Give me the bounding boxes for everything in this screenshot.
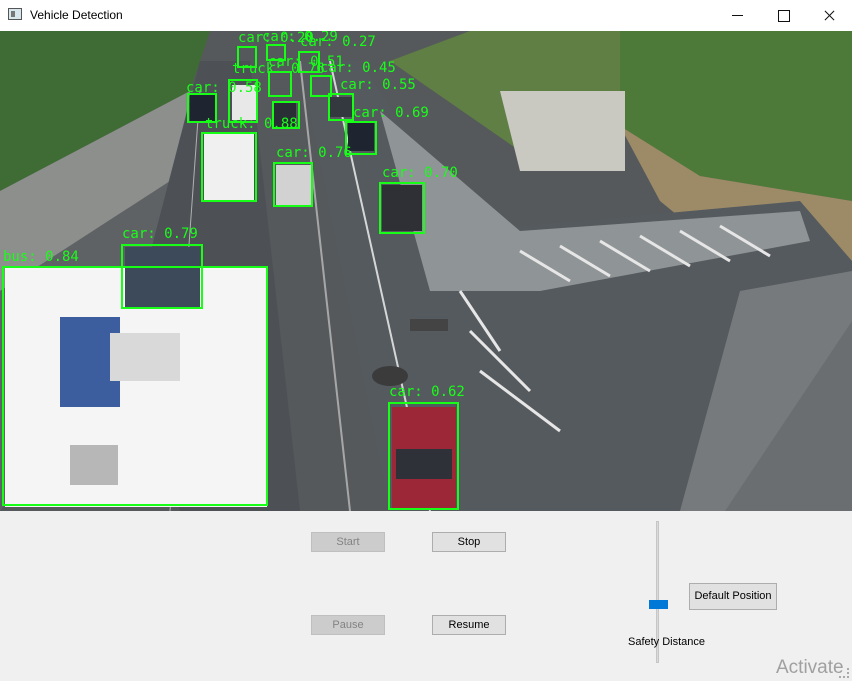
detection-box: [266, 44, 286, 61]
detection-box: [2, 266, 268, 506]
close-button[interactable]: [806, 0, 852, 31]
detection-box: [272, 101, 300, 129]
minimize-icon: [732, 15, 743, 16]
resize-grip[interactable]: [839, 668, 849, 678]
activation-watermark: Activate: [776, 657, 844, 678]
detection-label: car: 0.29: [262, 31, 338, 45]
detection-box: [310, 75, 332, 97]
pause-button[interactable]: Pause: [311, 615, 385, 635]
detection-box: [298, 51, 320, 73]
default-position-button[interactable]: Default Position: [689, 583, 777, 610]
detection-label: car: 0.69: [353, 105, 429, 121]
control-panel: Start Stop Pause Resume Safety Distance …: [0, 511, 852, 681]
detection-label: car: 0.55: [340, 77, 416, 93]
detection-box: [201, 132, 257, 202]
detection-box: [268, 71, 292, 97]
detection-label: car: 0.45: [320, 60, 396, 76]
window-title: Vehicle Detection: [30, 8, 123, 22]
detection-box: [228, 79, 258, 123]
detection-label: car: 0.79: [122, 226, 198, 242]
detection-box: [345, 121, 377, 155]
detection-box: [273, 162, 313, 207]
detection-label: truck: 0.88: [205, 116, 298, 132]
video-frame: car: 0.20 car: 0.29 car: 0.27 car: 0.51 …: [0, 31, 852, 511]
window-titlebar: Vehicle Detection: [0, 0, 852, 32]
detection-box: [237, 46, 257, 68]
detection-label: car: 0.20: [238, 31, 314, 46]
detection-label: car: 0.58: [186, 80, 262, 96]
detection-box: [379, 182, 425, 234]
detection-box: [187, 93, 217, 123]
app-icon: [8, 8, 22, 20]
detection-label: car: 0.27: [300, 34, 376, 50]
detection-label: truck: 0.76: [232, 61, 325, 77]
traffic-scene: [0, 31, 852, 511]
detection-label: car: 0.62: [389, 384, 465, 400]
detection-label: car: 0.51: [268, 54, 344, 70]
safety-distance-label: Safety Distance: [628, 636, 706, 648]
detection-box: [121, 244, 203, 309]
safety-distance-slider-track[interactable]: [656, 521, 659, 663]
resume-button[interactable]: Resume: [432, 615, 506, 635]
minimize-button[interactable]: [714, 0, 760, 31]
detection-label: bus: 0.84: [3, 249, 79, 265]
safety-distance-slider-thumb[interactable]: [649, 600, 668, 609]
detection-box: [328, 93, 354, 121]
maximize-button[interactable]: [760, 0, 806, 31]
detection-label: car: 0.76: [276, 145, 352, 161]
detection-box: [388, 402, 459, 510]
start-button[interactable]: Start: [311, 532, 385, 552]
detection-label: car: 0.70: [382, 165, 458, 181]
stop-button[interactable]: Stop: [432, 532, 506, 552]
maximize-icon: [778, 10, 790, 22]
